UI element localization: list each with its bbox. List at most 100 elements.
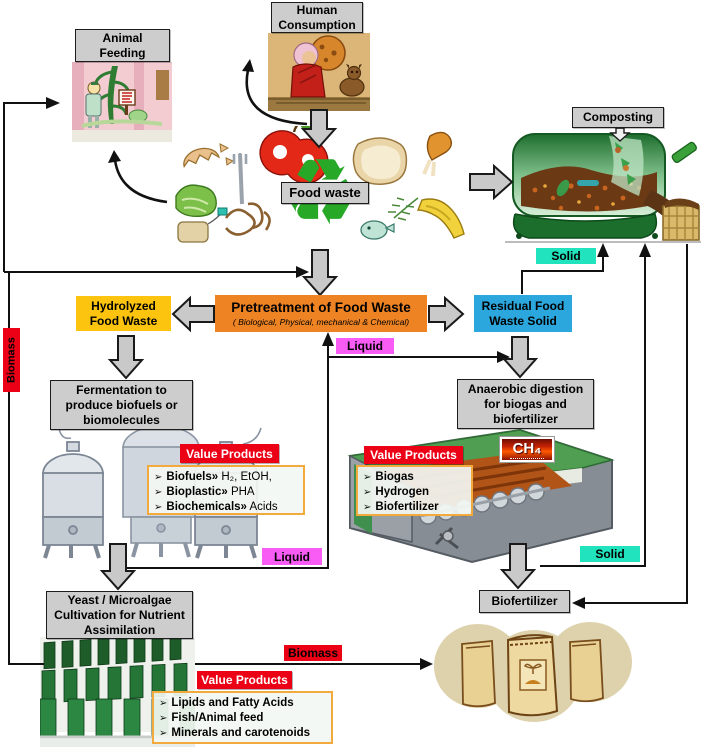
node-composting[interactable]: Composting xyxy=(572,107,664,128)
arrow-bullet-icon: ➢ xyxy=(363,502,372,514)
node-pretreatment-subtitle: ( Biological, Physical, mechanical & Che… xyxy=(232,316,410,327)
tag-ch4-badge: CH₄ xyxy=(499,436,555,463)
arrowhead-solid-composting-1 xyxy=(597,243,609,257)
node-animal-feeding[interactable]: Animal Feeding xyxy=(75,29,170,62)
value-products-header-microalgae: Value Products xyxy=(197,671,292,689)
arrowhead-solid-composting-2 xyxy=(639,243,651,257)
curve-foodwaste-to-human xyxy=(245,69,308,126)
line-to-animal-feeding xyxy=(3,102,46,272)
human-consumption-illustration xyxy=(268,33,370,111)
tag-liquid-bottom: Liquid xyxy=(262,548,322,565)
block-arrow-foodwaste-to-pretreatment xyxy=(301,249,339,297)
arrowhead-curve-human xyxy=(242,59,254,72)
vp-item-name: Hydrogen xyxy=(375,486,430,499)
tag-biomass-vertical-label: Biomass xyxy=(5,337,18,383)
list-item: ➢Biofuels» H₂, EtOH, xyxy=(154,470,299,485)
node-hydrolyzed-food-waste[interactable]: Hydrolyzed Food Waste xyxy=(76,296,171,331)
value-products-list-anaerobic: ➢Biogas ➢Hydrogen ➢Biofertilizer xyxy=(356,465,473,516)
block-arrow-fermenter-to-yeast xyxy=(99,543,137,591)
node-human-consumption[interactable]: Human Consumption xyxy=(271,2,363,33)
node-human-consumption-label: Human Consumption xyxy=(278,2,356,32)
vp-item-name: Biofuels» xyxy=(166,471,219,483)
vp-item-name: Fish/Animal feed xyxy=(171,712,264,725)
list-item: ➢Hydrogen xyxy=(363,485,467,500)
arrow-bullet-icon: ➢ xyxy=(154,502,163,514)
node-food-waste-label: Food waste xyxy=(289,184,361,200)
line-biomass-left xyxy=(8,272,44,665)
tag-biomass-horizontal: Biomass xyxy=(284,645,342,661)
value-products-header-anaerobic-label: Value Products xyxy=(370,448,457,462)
fermenter-tanks-illustration xyxy=(42,419,262,559)
list-item: ➢Minerals and carotenoids xyxy=(159,726,327,741)
arrow-bullet-icon: ➢ xyxy=(159,713,168,725)
block-arrow-pretreatment-to-hydrolyzed xyxy=(171,295,215,333)
list-item: ➢Biofertilizer xyxy=(363,500,467,515)
vp-item-name: Bioplastic» xyxy=(166,486,228,499)
arrowhead-animal-feeding xyxy=(46,97,60,109)
arrow-bullet-icon: ➢ xyxy=(154,487,163,499)
node-anaerobic-digestion[interactable]: Anaerobic digestion for biogas and biofe… xyxy=(457,379,594,429)
block-arrow-foodwaste-to-composting xyxy=(469,163,514,201)
tag-solid-bottom: Solid xyxy=(580,546,640,562)
block-arrow-human-to-foodwaste xyxy=(300,109,338,149)
arrow-bullet-icon: ➢ xyxy=(159,698,168,709)
arrowhead-pretreatment-feed xyxy=(296,266,309,278)
tag-solid-bottom-label: Solid xyxy=(595,547,625,561)
vp-item-detail: PHA xyxy=(227,486,255,499)
tag-liquid-top-label: Liquid xyxy=(347,339,383,353)
arrowhead-liquid-digester xyxy=(497,351,510,363)
node-hydrolyzed-label: Hydrolyzed Food Waste xyxy=(89,299,158,328)
value-products-list-microalgae: ➢Lipids and Fatty Acids ➢Fish/Animal fee… xyxy=(152,691,333,744)
vp-item-name: Minerals and carotenoids xyxy=(171,727,311,740)
line-liquid-recycle xyxy=(127,345,329,569)
biofertilizer-bags-illustration xyxy=(434,622,632,722)
block-arrow-composting-feed xyxy=(609,127,631,142)
vp-item-detail: H₂, EtOH, xyxy=(218,471,272,483)
vp-item-name: Biochemicals» xyxy=(166,501,247,514)
vp-item-name: Biofertilizer xyxy=(375,501,439,514)
arrowhead-curve-animal xyxy=(108,150,121,163)
list-item: ➢Biochemicals» Acids xyxy=(154,500,299,515)
node-animal-feeding-label: Animal Feeding xyxy=(99,30,146,60)
arrowhead-bags xyxy=(420,658,433,670)
arrowhead-biofertilizer-box xyxy=(572,597,585,609)
node-fermentation[interactable]: Fermentation to produce biofuels or biom… xyxy=(50,380,193,430)
block-arrow-hydrolyzed-to-fermentation xyxy=(107,335,145,380)
line-digestate-solid-to-composting xyxy=(540,256,646,567)
value-products-header-fermentation: Value Products xyxy=(180,444,279,463)
vp-item-name: Lipids and Fatty Acids xyxy=(171,697,294,709)
block-arrow-pretreatment-to-residual xyxy=(428,295,465,333)
node-yeast-label: Yeast / Microalgae Cultivation for Nutri… xyxy=(54,592,185,637)
tag-liquid-top: Liquid xyxy=(336,338,394,354)
arrowhead-liquid-pretreatment xyxy=(322,332,334,346)
node-fermentation-label: Fermentation to produce biofuels or biom… xyxy=(65,382,178,427)
block-arrow-digester-to-biofertilizer xyxy=(499,543,537,590)
node-residual-food-waste[interactable]: Residual Food Waste Solid xyxy=(474,295,572,332)
vp-item-name: Biogas xyxy=(375,471,414,483)
value-products-header-anaerobic: Value Products xyxy=(364,446,463,464)
arrow-bullet-icon: ➢ xyxy=(159,728,168,740)
line-compost-to-biofertilizer xyxy=(584,244,688,604)
node-composting-label: Composting xyxy=(583,110,653,124)
composting-illustration xyxy=(505,133,701,243)
tag-biomass-horizontal-label: Biomass xyxy=(287,646,339,660)
tag-biomass-vertical: Biomass xyxy=(3,328,20,392)
vp-item-detail: Acids xyxy=(246,501,278,514)
list-item: ➢Fish/Animal feed xyxy=(159,711,327,726)
tag-solid-top-label: Solid xyxy=(551,249,581,263)
node-biofertilizer[interactable]: Biofertilizer xyxy=(479,590,570,613)
value-products-header-fermentation-label: Value Products xyxy=(186,446,273,461)
node-biofertilizer-label: Biofertilizer xyxy=(491,594,558,608)
arrow-bullet-icon: ➢ xyxy=(363,472,372,483)
block-arrow-residual-to-anaerobic xyxy=(501,336,539,379)
node-pretreatment[interactable]: Pretreatment of Food Waste ( Biological,… xyxy=(215,295,427,332)
list-item: ➢Biogas xyxy=(363,470,467,485)
line-residual-solid-to-composting xyxy=(521,256,604,294)
node-yeast-microalgae[interactable]: Yeast / Microalgae Cultivation for Nutri… xyxy=(46,591,193,639)
tag-ch4-label: CH₄ xyxy=(509,440,545,459)
arrow-bullet-icon: ➢ xyxy=(154,472,163,483)
node-food-waste[interactable]: Food waste xyxy=(281,182,369,204)
node-residual-label: Residual Food Waste Solid xyxy=(481,299,565,328)
